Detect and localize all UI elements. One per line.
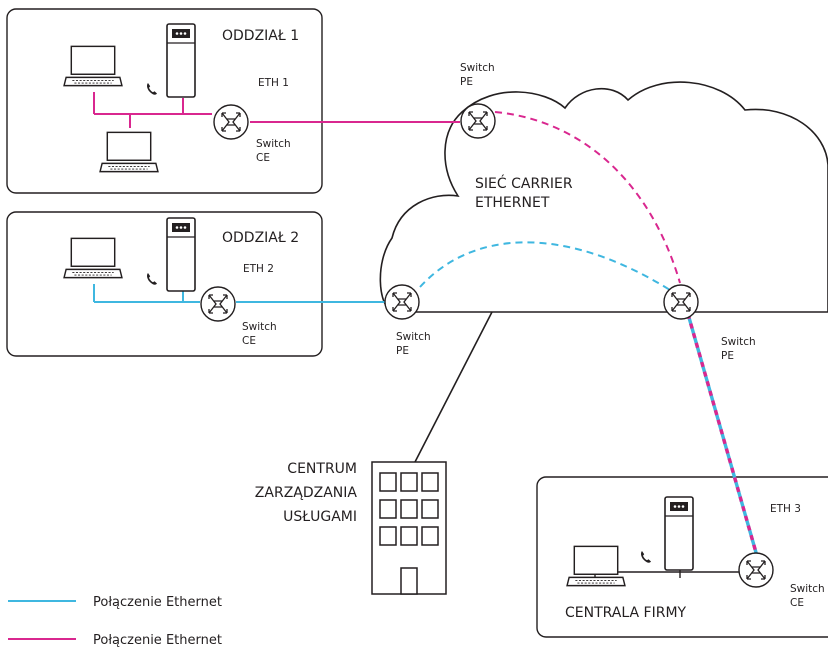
branch-1-eth-label: ETH 1	[258, 77, 289, 89]
hq-switch-label-2: CE	[790, 597, 804, 609]
branch-2-panel: ODDZIAŁ 2 ETH 2 Switch CE	[6, 211, 323, 357]
laptop-icon	[566, 545, 626, 587]
branch-1-panel: ODDZIAŁ 1 ETH 1 Switch CE	[6, 8, 323, 194]
branch-1-switch-label-1: Switch	[256, 138, 291, 150]
laptop-icon	[63, 237, 123, 279]
branch-2-title: ODDZIAŁ 2	[222, 230, 299, 246]
management-title-line-2: ZARZĄDZANIA	[255, 485, 358, 501]
magenta-links	[93, 92, 681, 284]
cyan-links	[93, 241, 755, 578]
branch-2-eth-label: ETH 2	[243, 263, 274, 275]
server-tower-icon	[166, 23, 196, 98]
pe-right-label-1: Switch	[721, 336, 756, 348]
server-tower-icon	[166, 217, 196, 292]
server-tower-icon	[664, 496, 694, 571]
carrier-ethernet-cloud	[379, 81, 828, 313]
switch-ce-hq-icon	[738, 552, 774, 588]
cloud-title-line-2: ETHERNET	[475, 195, 550, 211]
pe-right-label-2: PE	[721, 350, 734, 362]
branch-1-title: ODDZIAŁ 1	[222, 28, 299, 44]
switch-pe-left-icon	[384, 284, 420, 320]
laptop-icon	[63, 45, 123, 87]
pe-top-label-1: Switch	[460, 62, 495, 74]
switch-ce-branch-2-icon	[200, 286, 236, 322]
management-title-line-3: USŁUGAMI	[283, 509, 357, 525]
management-link	[414, 311, 493, 463]
branch-2-switch-label-1: Switch	[242, 321, 277, 333]
pe-left-label-1: Switch	[396, 331, 431, 343]
laptop-icon	[99, 131, 159, 173]
legend: Połączenie Ethernet Połączenie Ethernet	[8, 595, 222, 648]
building-icon	[371, 461, 447, 595]
cloud-title-line-1: SIEĆ CARRIER	[475, 174, 573, 192]
hq-switch-label-1: Switch	[790, 583, 825, 595]
switch-pe-right-icon	[663, 284, 699, 320]
branch-1-switch-label-2: CE	[256, 152, 270, 164]
legend-label-magenta: Połączenie Ethernet	[93, 633, 222, 648]
hq-title: CENTRALA FIRMY	[565, 605, 687, 621]
switch-ce-branch-1-icon	[213, 104, 249, 140]
branch-2-switch-label-2: CE	[242, 335, 256, 347]
hq-eth-label: ETH 3	[770, 503, 801, 515]
hq-uplink-striped	[686, 313, 759, 557]
pe-left-label-2: PE	[396, 345, 409, 357]
management-title-line-1: CENTRUM	[287, 461, 357, 477]
pe-top-label-2: PE	[460, 76, 473, 88]
switch-pe-top-icon	[460, 103, 496, 139]
legend-label-cyan: Połączenie Ethernet	[93, 595, 222, 610]
